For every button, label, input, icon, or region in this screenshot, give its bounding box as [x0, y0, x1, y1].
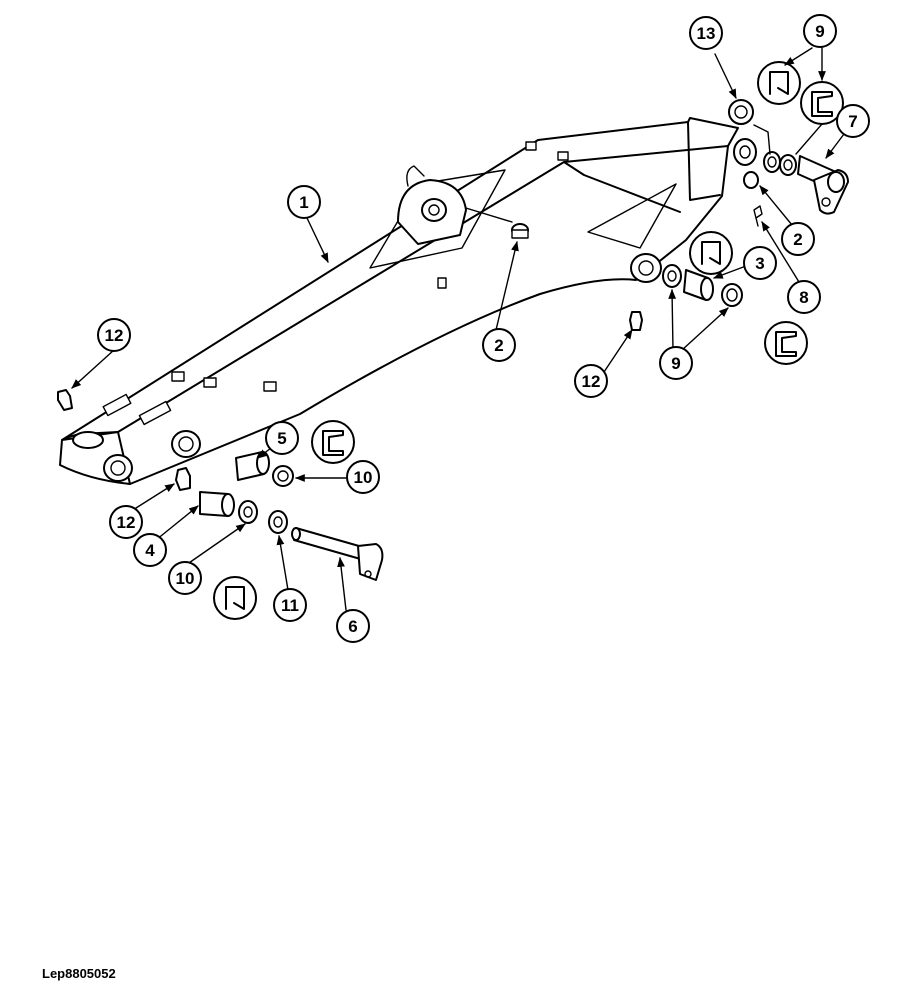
callout-number: 6: [348, 617, 357, 636]
callout-2-mount: 2: [482, 328, 516, 362]
callout-number: 2: [793, 230, 802, 249]
seal-10b: [238, 500, 258, 524]
plug-2a: [511, 223, 529, 239]
callout-4: 4: [133, 533, 167, 567]
callout-number: 10: [176, 569, 195, 588]
grease-nipple-12c: [629, 311, 643, 331]
callout-number: 4: [145, 541, 155, 560]
plug-2b: [743, 171, 759, 189]
seal-kit-symbol: [213, 576, 257, 620]
callout-number: 12: [117, 513, 136, 532]
callout-12-rear: 12: [574, 364, 608, 398]
bolt-8: [753, 205, 763, 227]
callout-number: 11: [281, 596, 299, 615]
seal-kit-symbol: [689, 231, 733, 275]
seal-9d: [721, 283, 743, 307]
callout-1: 1: [287, 185, 321, 219]
callout-number: 9: [671, 354, 680, 373]
callout-number: 5: [277, 429, 286, 448]
bushing-5: [235, 451, 270, 481]
grease-nipple-12a: [57, 389, 73, 411]
callout-number: 2: [494, 336, 503, 355]
callout-7: 7: [836, 104, 870, 138]
callout-10-right: 10: [346, 460, 380, 494]
seal-kit-symbol: [757, 61, 801, 105]
washer-11: [268, 510, 288, 534]
callout-number: 7: [848, 112, 857, 131]
callout-number: 12: [582, 372, 601, 391]
callout-number: 3: [755, 254, 764, 273]
callout-number: 10: [354, 468, 373, 487]
parts: [57, 99, 849, 581]
callout-number: 13: [697, 24, 716, 43]
drawing-reference-code: Lep8805052: [42, 966, 116, 981]
callout-number: 12: [105, 326, 124, 345]
callout-8: 8: [787, 280, 821, 314]
callout-9-upper: 9: [803, 14, 837, 48]
boom-arm: [59, 117, 757, 485]
callout-12-front: 12: [109, 505, 143, 539]
callout-number: 8: [799, 288, 808, 307]
callout-12-left: 12: [97, 318, 131, 352]
seal-9c: [662, 264, 682, 288]
seal-kit-symbol: [311, 420, 355, 464]
callout-13: 13: [689, 16, 723, 50]
pin-6: [291, 527, 384, 581]
bushing-4: [199, 491, 235, 517]
seal-9b: [779, 154, 797, 176]
callout-5: 5: [265, 421, 299, 455]
callout-11: 11: [273, 588, 307, 622]
callout-number: 9: [815, 22, 824, 41]
callout-9-lower: 9: [659, 346, 693, 380]
seal-13: [728, 99, 754, 125]
callout-3: 3: [743, 246, 777, 280]
seal-kit-symbol: [764, 321, 808, 365]
seal-9a: [763, 151, 781, 173]
leader-lines: [71, 47, 845, 611]
grease-nipple-12b: [175, 467, 191, 491]
callout-number: 1: [299, 193, 308, 212]
callout-6: 6: [336, 609, 370, 643]
callout-2-rear: 2: [781, 222, 815, 256]
callout-10-left: 10: [168, 561, 202, 595]
pin-7: [797, 155, 849, 215]
seal-10a: [272, 465, 294, 487]
bushing-3: [683, 269, 714, 301]
seal-kit-symbols: [213, 61, 844, 620]
